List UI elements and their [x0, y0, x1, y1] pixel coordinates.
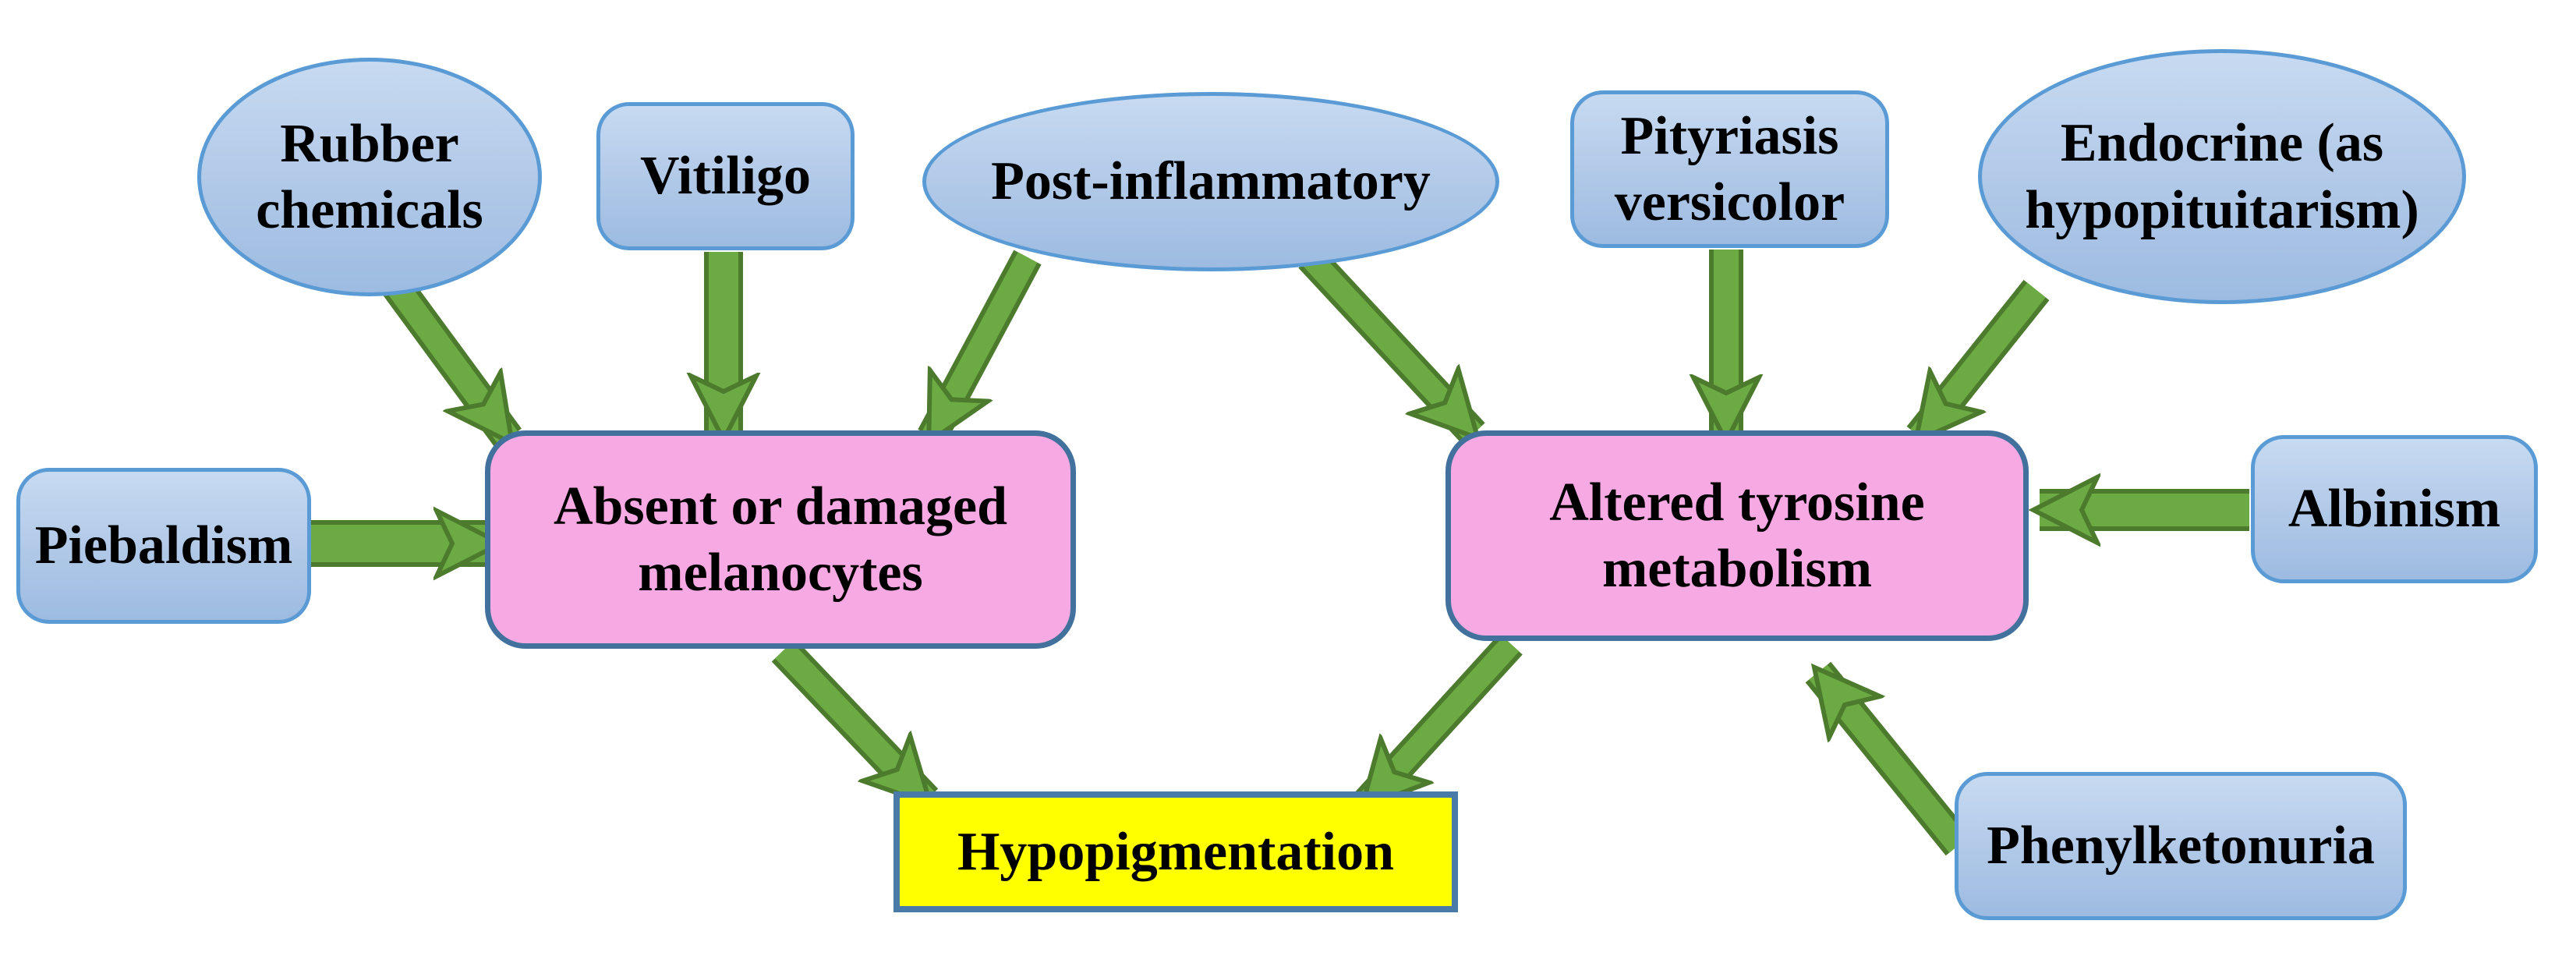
node-absent-damaged-melanocytes: Absent or damaged melanocytes: [485, 430, 1076, 649]
node-pityriasis-versicolor-label: Pityriasis versicolor: [1614, 105, 1845, 232]
node-endocrine-label: Endocrine (as hypopituitarism): [2025, 113, 2419, 240]
node-hypopigmentation-label: Hypopigmentation: [957, 821, 1395, 882]
arrow-endocrine-to-tyrosine: [1906, 279, 2050, 448]
node-albinism-label: Albinism: [2288, 479, 2501, 540]
arrow-melanocytes-to-hypopigmentation: [771, 639, 939, 812]
node-hypopigmentation: Hypopigmentation: [893, 791, 1458, 912]
node-altered-tyrosine-metabolism-label: Altered tyrosine metabolism: [1549, 472, 1925, 599]
node-piebaldism: Piebaldism: [16, 468, 311, 624]
arrow-post-inflammatory-to-tyrosine: [1298, 246, 1485, 444]
node-vitiligo-label: Vitiligo: [639, 146, 812, 207]
node-phenylketonuria: Phenylketonuria: [1955, 772, 2407, 920]
node-altered-tyrosine-metabolism: Altered tyrosine metabolism: [1445, 430, 2029, 641]
node-piebaldism-label: Piebaldism: [34, 515, 293, 576]
node-rubber-chemicals: Rubber chemicals: [197, 58, 542, 296]
arrow-tyrosine-to-hypopigmentation: [1354, 633, 1523, 814]
node-phenylketonuria-label: Phenylketonuria: [1987, 816, 2375, 876]
node-post-inflammatory: Post-inflammatory: [922, 92, 1499, 271]
node-rubber-chemicals-label: Rubber chemicals: [256, 113, 483, 240]
node-vitiligo: Vitiligo: [596, 102, 855, 250]
node-pityriasis-versicolor: Pityriasis versicolor: [1570, 90, 1889, 248]
node-post-inflammatory-label: Post-inflammatory: [991, 151, 1431, 212]
node-endocrine: Endocrine (as hypopituitarism): [1978, 49, 2466, 304]
node-absent-damaged-melanocytes-label: Absent or damaged melanocytes: [553, 476, 1008, 603]
arrow-phenylketonuria-to-tyrosine: [1805, 661, 1972, 856]
arrow-post-inflammatory-to-melanocytes: [918, 250, 1042, 437]
node-albinism: Albinism: [2251, 435, 2538, 583]
arrow-rubber-chemicals-to-melanocytes: [383, 275, 522, 448]
